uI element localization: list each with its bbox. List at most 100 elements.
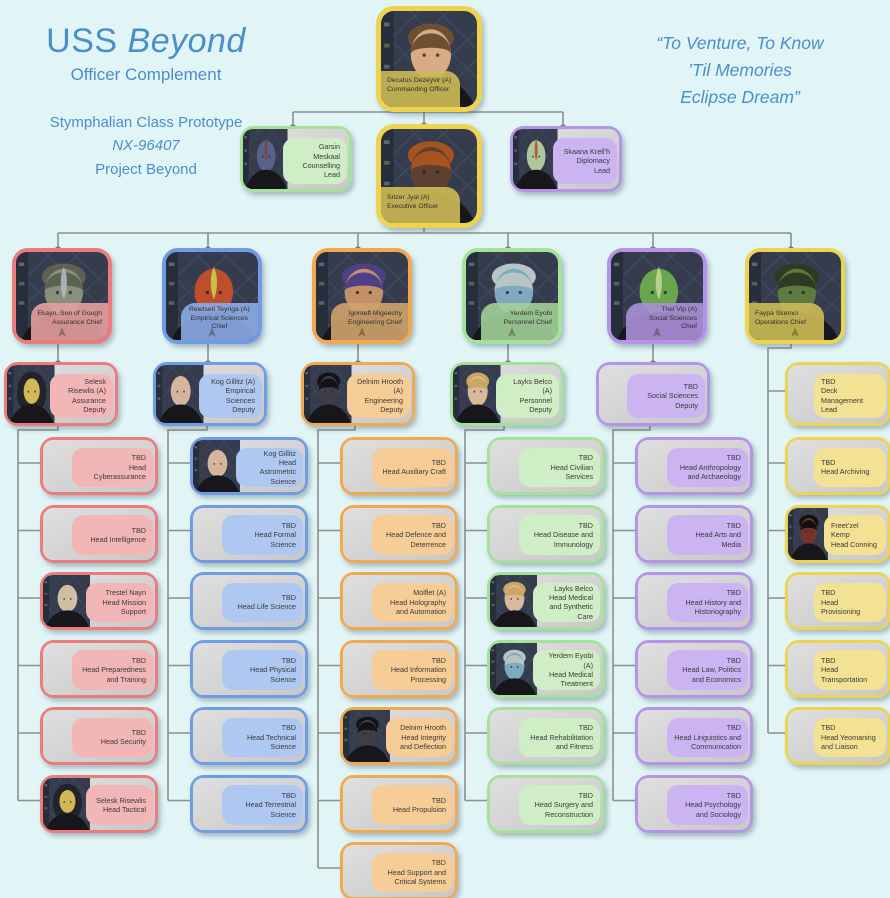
person-role: Personnel Chief bbox=[503, 319, 552, 327]
person-role: Head Law, Politics and Economics bbox=[682, 665, 741, 684]
commbadge-icon bbox=[58, 327, 67, 338]
motto-line: “To Venture, To Know bbox=[656, 33, 824, 53]
card-label-panel: Layks Belco (A)Personnel Deputy bbox=[496, 373, 559, 418]
engineering-head-card: Molflet (A)Head Holography and Automatio… bbox=[340, 572, 458, 630]
person-role: Assurance Chief bbox=[52, 319, 102, 327]
person-name: Yerdem Eyobi (A) bbox=[548, 651, 593, 670]
person-role: Assurance Deputy bbox=[72, 395, 106, 415]
ship-class-line: Stymphalian Class Prototype bbox=[49, 114, 243, 131]
person-role: Head History and Historiography bbox=[685, 597, 741, 617]
motto-line: Eclipse Dream” bbox=[680, 87, 800, 108]
person-role: Empirical Sciences Chief bbox=[190, 314, 249, 331]
portrait-image bbox=[304, 365, 352, 423]
title-block: USS Beyond Officer Complement Stymphalia… bbox=[28, 22, 264, 181]
card-label-panel: Molflet (A)Head Holography and Automatio… bbox=[372, 582, 453, 622]
person-role: Head Life Science bbox=[237, 602, 296, 612]
person-role: Empirical Sciences Deputy bbox=[225, 386, 255, 415]
person-name: TBD bbox=[578, 723, 593, 733]
ship-registry: NX-96407 bbox=[112, 137, 180, 155]
commanding-officer-card: Decatus Dezeyvir (A)Commanding Officer bbox=[376, 6, 482, 112]
person-name: Selesk Risewlis (A) bbox=[68, 377, 106, 396]
commbadge-icon bbox=[461, 90, 470, 101]
commbadge-icon bbox=[508, 327, 517, 338]
commbadge-icon bbox=[653, 327, 662, 338]
empirical-sciences-deputy-card: Kog Gillitz (A)Empirical Sciences Deputy bbox=[153, 362, 267, 426]
person-role: Head Medical Treatment bbox=[549, 669, 593, 689]
person-role: Head Transportation bbox=[821, 665, 868, 684]
person-name: TBD bbox=[726, 723, 741, 733]
card-body: Kog Gillitz (A)Empirical Sciences Deputy bbox=[156, 365, 264, 423]
person-role: Social Sciences Deputy bbox=[647, 391, 698, 410]
person-role: Commanding Officer bbox=[387, 86, 450, 94]
person-name: TBD bbox=[821, 458, 836, 468]
person-name: TBD bbox=[726, 453, 741, 463]
person-name: TBD bbox=[821, 588, 836, 598]
portrait-image bbox=[453, 365, 501, 423]
commbadge-icon bbox=[358, 327, 367, 338]
ship-name: Beyond bbox=[127, 22, 246, 60]
card-label-panel: Yerdem Eyobi (A)Head Medical Treatment bbox=[532, 650, 600, 690]
person-name: TBD bbox=[281, 520, 296, 530]
card-body: Yerdem Eyobi (A)Head Medical Treatment bbox=[490, 642, 602, 695]
card-label-panel: Thel Vip (A)Social Sciences Chief bbox=[625, 303, 703, 340]
person-role: Engineering Chief bbox=[347, 319, 402, 327]
card-label-panel: Decatus Dezeyvir (A)Commanding Officer bbox=[381, 70, 460, 107]
person-name: TBD bbox=[726, 655, 741, 665]
person-name: Ekayn, Son of Gough bbox=[37, 310, 102, 318]
card-label-panel: Selesk Risewlis (A)Assurance Deputy bbox=[50, 373, 113, 418]
executive-officer-card: Srizer Jyal (A)Executive Officer bbox=[376, 124, 482, 228]
commbadge-icon bbox=[208, 327, 217, 338]
person-name: TBD bbox=[281, 655, 296, 665]
ship-title: USS Beyond bbox=[28, 22, 264, 61]
portrait-image bbox=[43, 777, 91, 830]
card-label-panel: Kog Gillitz (A)Empirical Sciences Deputy bbox=[199, 373, 262, 418]
person-role: Head Formal Science bbox=[254, 530, 296, 549]
